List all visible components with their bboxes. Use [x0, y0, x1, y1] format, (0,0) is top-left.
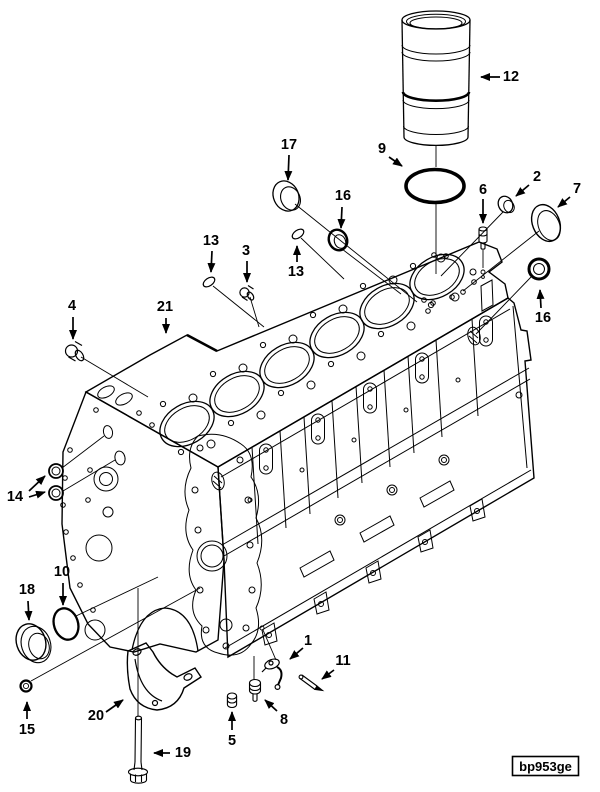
gear-housing-flange [184, 433, 263, 656]
cup-plug-18 [15, 623, 52, 664]
callout-1: 1 [289, 633, 312, 660]
block-front-face [60, 390, 263, 656]
callout-16b: 16 [535, 289, 551, 326]
callout-10: 10 [54, 564, 70, 606]
cylinder-liner [401, 10, 471, 274]
callout-8: 8 [264, 699, 288, 728]
callout-14: 14 [7, 475, 46, 505]
callout-6: 6 [479, 182, 487, 224]
deck-holes [93, 252, 477, 456]
ring-plug-16a [327, 228, 349, 252]
dowel-4 [64, 340, 85, 362]
callout-12-label: 12 [503, 69, 519, 85]
o-ring-10 [52, 607, 80, 641]
o-rings-14 [48, 463, 64, 501]
figure-code-box [511, 755, 580, 777]
callout-10-label: 10 [54, 564, 70, 580]
piston-cooling-nozzle-1 [261, 658, 283, 690]
callout-20-label: 20 [88, 708, 104, 724]
callout-17: 17 [281, 137, 297, 181]
callout-5: 5 [228, 711, 236, 749]
callout-15-label: 15 [19, 722, 35, 738]
callout-5-label: 5 [228, 733, 236, 749]
callout-16a: 16 [335, 188, 351, 229]
callout-4-label: 4 [68, 298, 76, 314]
o-ring-16b [527, 257, 551, 281]
figure-code-text: bp953ge [519, 759, 572, 774]
callout-16b-label: 16 [535, 310, 551, 326]
callout-1-label: 1 [304, 633, 312, 649]
callout-21: 21 [157, 299, 173, 334]
block-side-wall [211, 297, 535, 659]
callout-2: 2 [515, 169, 541, 197]
callout-19: 19 [153, 745, 191, 761]
callout-18-label: 18 [19, 582, 35, 598]
callout-20: 20 [88, 699, 124, 724]
callout-19-label: 19 [175, 745, 191, 761]
callout-4: 4 [68, 298, 77, 340]
callout-13b-label: 13 [288, 264, 304, 280]
callout-13a-label: 13 [203, 233, 219, 249]
callout-12: 12 [480, 69, 519, 85]
cup-plug-7 [530, 203, 562, 243]
liner-o-ring [404, 167, 466, 205]
pin-13a [202, 276, 216, 288]
callouts: 1 2 3 4 5 6 7 8 9 10 11 12 13 13 14 15 1… [7, 69, 581, 761]
dowel-3 [239, 284, 255, 302]
callout-13a: 13 [203, 233, 219, 273]
callout-3: 3 [242, 243, 251, 283]
callout-13b: 13 [288, 245, 304, 280]
cylinder-bores [159, 253, 465, 448]
callout-9-label: 9 [378, 141, 386, 157]
cup-plug-2 [497, 195, 515, 214]
callout-17-label: 17 [281, 137, 297, 153]
o-ring-15 [19, 679, 33, 693]
callout-16a-label: 16 [335, 188, 351, 204]
callout-8-label: 8 [280, 712, 288, 728]
cylinder-webs [251, 315, 493, 545]
callout-15: 15 [19, 701, 35, 738]
callout-9: 9 [378, 141, 403, 167]
fitting-8 [248, 678, 262, 702]
callout-14-label: 14 [7, 489, 23, 505]
callout-18: 18 [19, 582, 35, 621]
callout-11: 11 [321, 653, 351, 680]
callout-7: 7 [557, 181, 581, 208]
callout-21-label: 21 [157, 299, 173, 315]
pin-11 [298, 674, 325, 692]
engine-block [60, 241, 535, 659]
leader-lines [30, 203, 540, 716]
callout-7-label: 7 [573, 181, 581, 197]
figure-code-label: bp953ge [511, 755, 580, 777]
side-wall-bosses [211, 326, 481, 578]
callout-11-label: 11 [335, 653, 350, 669]
callout-2-label: 2 [533, 169, 541, 185]
plug-5 [226, 692, 238, 709]
pan-rail-tabs [261, 498, 486, 646]
pin-13b [291, 228, 305, 240]
cup-plug-17 [272, 180, 302, 212]
callout-6-label: 6 [479, 182, 487, 198]
bearing-cap-bolt [127, 715, 149, 784]
callout-3-label: 3 [242, 243, 250, 259]
